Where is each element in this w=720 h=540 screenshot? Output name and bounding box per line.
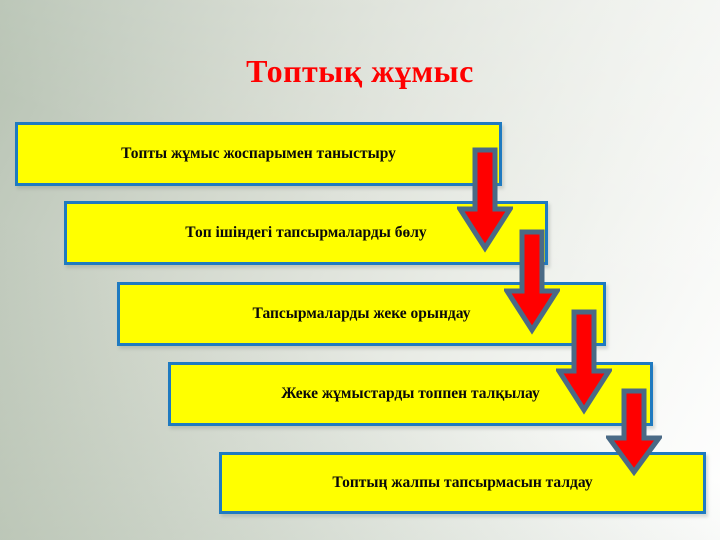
down-arrow-icon-2 xyxy=(504,229,560,335)
down-arrow-icon-3 xyxy=(556,309,612,415)
down-arrow-icon-4 xyxy=(606,388,662,476)
flow-step-4[interactable]: Жеке жұмыстарды топпен талқылау xyxy=(168,362,653,426)
flow-step-2-label: Топ ішіндегі тапсырмаларды бөлу xyxy=(185,224,427,242)
flow-step-4-label: Жеке жұмыстарды топпен талқылау xyxy=(281,385,540,403)
flow-step-1-label: Топты жұмыс жоспарымен таныстыру xyxy=(121,145,396,163)
flow-step-1[interactable]: Топты жұмыс жоспарымен таныстыру xyxy=(15,122,502,186)
page-title: Топтық жұмыс xyxy=(246,53,474,89)
down-arrow-icon-1 xyxy=(457,147,513,253)
flow-step-5-label: Топтың жалпы тапсырмасын талдау xyxy=(332,474,593,492)
flow-step-3-label: Тапсырмаларды жеке орындау xyxy=(252,305,471,323)
